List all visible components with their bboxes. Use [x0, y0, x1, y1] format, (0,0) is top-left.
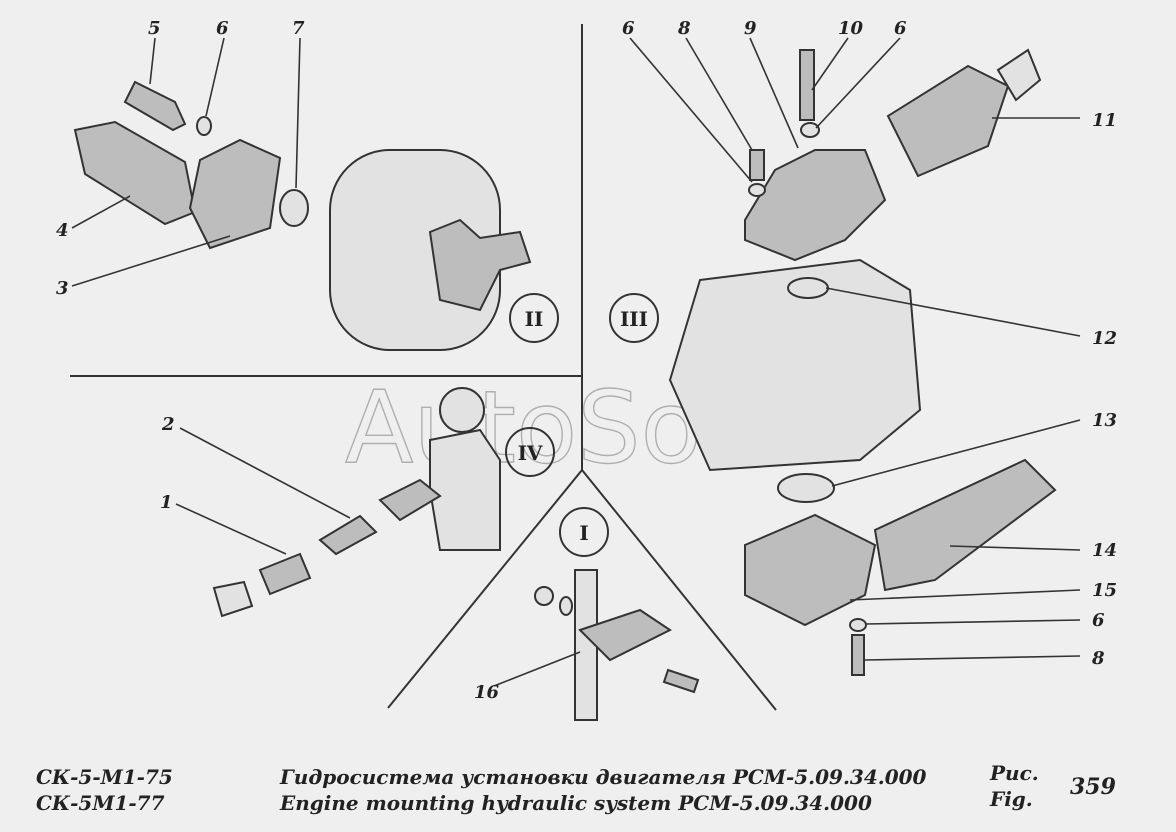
section-i-parts: [534, 569, 700, 721]
tank-iii: [668, 258, 922, 472]
spring-11: [996, 48, 1042, 102]
figure-label: Рис. Fig.: [990, 760, 1039, 812]
title-en: Engine mounting hydraulic system РСМ-5.0…: [280, 791, 872, 815]
section-iv-label: IV: [518, 441, 543, 465]
hose-fitting-4: [73, 120, 197, 226]
flange-15: [744, 513, 877, 627]
washer-6-iii-c: [849, 618, 867, 632]
section-iii-label: III: [620, 307, 648, 331]
cylinder-eye-iv: [439, 387, 485, 433]
washer-6-iii-a: [800, 122, 820, 138]
section-ii-parts: [73, 80, 532, 351]
fig-label-ru: Рис.: [990, 761, 1039, 785]
model-1: СК-5-М1-75: [36, 765, 173, 789]
hose-11: [886, 64, 1010, 178]
elbow-9: [744, 149, 887, 262]
section-ii-label: II: [525, 307, 544, 331]
section-i-badge: [559, 507, 609, 557]
callout-10: 10: [838, 18, 864, 39]
model-designations: СК-5-М1-75 СК-5М1-77: [36, 764, 173, 816]
section-iv-badge: [505, 427, 555, 477]
bracket-16: [578, 608, 672, 662]
section-iii-badge: [609, 293, 659, 343]
gasket-12: [787, 277, 829, 299]
adapter-iv: [378, 478, 442, 522]
callout-labels: 5 6 7 4 3 6 8 9 10 6 11 12 13 14 15 6 8 …: [56, 18, 1117, 703]
model-2: СК-5М1-77: [36, 791, 165, 815]
hose-14: [873, 458, 1057, 592]
pipe-16: [574, 569, 598, 721]
title-ru: Гидросистема установки двигателя РСМ-5.0…: [280, 765, 927, 789]
plug-1: [258, 552, 312, 596]
figure-number: 359: [1070, 774, 1116, 800]
washer-6-ii: [196, 116, 212, 136]
ring-13: [777, 473, 835, 503]
section-labels: II III IV I: [505, 293, 659, 557]
callout-11: 11: [1092, 110, 1117, 131]
callout-2: 2: [161, 414, 175, 435]
callout-15: 15: [1092, 580, 1117, 601]
callout-16: 16: [474, 682, 500, 703]
tank-fitting-ii: [428, 218, 532, 312]
callout-6-iii-b: 6: [894, 18, 907, 39]
callout-6-iii-c: 6: [1092, 610, 1105, 631]
callout-1: 1: [160, 492, 173, 513]
callout-3: 3: [56, 278, 69, 299]
section-iii-parts: [668, 48, 1057, 676]
bolt-8-iii: [749, 149, 765, 181]
elbow-3: [188, 138, 282, 250]
cap-1: [212, 580, 254, 618]
nut-i: [534, 586, 554, 606]
fig-label-en: Fig.: [990, 787, 1033, 811]
bolt-5: [123, 80, 187, 132]
section-dividers: [70, 24, 777, 711]
callout-6-ii: 6: [216, 18, 229, 39]
callout-7: 7: [292, 18, 305, 39]
callout-5: 5: [148, 18, 161, 39]
callout-leaders: [71, 37, 1081, 687]
callout-12: 12: [1092, 328, 1117, 349]
section-ii-badge: [509, 293, 559, 343]
callout-4: 4: [56, 220, 69, 241]
section-i-label: I: [579, 521, 588, 545]
callout-8-iii: 8: [677, 18, 691, 39]
callout-14: 14: [1092, 540, 1117, 561]
section-iv-parts: [212, 387, 501, 618]
callout-8-iii-b: 8: [1091, 648, 1105, 669]
bolt-8-iii-b: [851, 634, 865, 676]
figure-title: Гидросистема установки двигателя РСМ-5.0…: [280, 764, 926, 816]
callout-13: 13: [1092, 410, 1117, 431]
bolt-10: [799, 49, 815, 121]
washer-i: [559, 596, 573, 616]
nipple-2: [318, 514, 378, 556]
cylinder-iv: [429, 428, 501, 551]
bolt-i: [662, 668, 700, 694]
ring-7: [279, 189, 309, 227]
callout-6-iii-a: 6: [622, 18, 635, 39]
callout-9: 9: [744, 18, 757, 39]
washer-6-iii-b: [748, 183, 766, 197]
